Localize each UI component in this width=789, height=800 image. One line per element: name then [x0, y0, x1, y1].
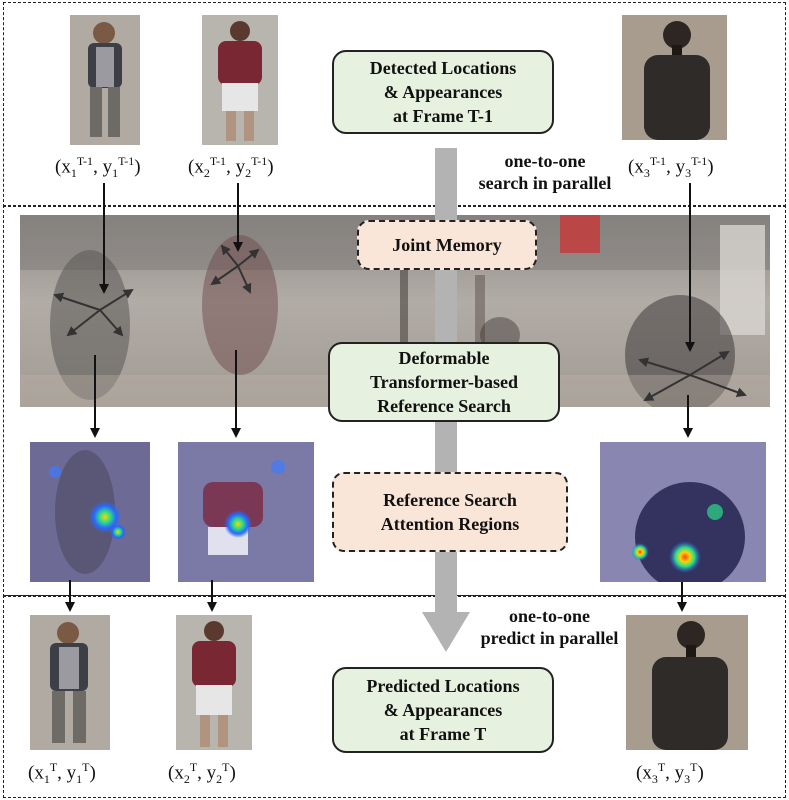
- coord-label-person-3-t: (x3T, y3T): [636, 760, 704, 787]
- deformable-search-box: Deformable Transformer-based Reference S…: [328, 342, 560, 422]
- top-panel: [3, 2, 786, 207]
- predicted-locations-box: Predicted Locations & Appearances at Fra…: [332, 667, 554, 753]
- coord-label-person-2-t: (x2T, y2T): [168, 760, 236, 787]
- person-2-crop-frame-t-minus-1: [202, 15, 278, 145]
- person-1-crop-frame-t-minus-1: [70, 15, 140, 145]
- coord-label-person-3-t-minus-1: (x3T-1, y3T-1): [628, 154, 714, 181]
- attention-regions-box: Reference Search Attention Regions: [332, 472, 568, 552]
- coord-label-person-2-t-minus-1: (x2T-1, y2T-1): [188, 154, 274, 181]
- person-3-crop-frame-t-minus-1: [622, 15, 727, 140]
- offsets-person-3: [638, 350, 747, 401]
- person-3-crop-frame-t: [626, 615, 748, 750]
- coord-label-person-1-t: (x1T, y1T): [28, 760, 96, 787]
- detected-locations-box: Detected Locations & Appearances at Fram…: [332, 50, 554, 134]
- offsets-person-1: [53, 288, 134, 337]
- person-2-attention-heatmap: [178, 442, 314, 582]
- person-3-attention-heatmap: [600, 442, 766, 582]
- bottom-panel: [3, 595, 786, 798]
- person-2-crop-frame-t: [176, 615, 252, 750]
- coord-label-person-1-t-minus-1: (x1T-1, y1T-1): [55, 154, 141, 181]
- middle-panel: [3, 205, 786, 597]
- search-in-parallel-text: one-to-one search in parallel: [478, 151, 612, 193]
- person-1-attention-heatmap: [30, 442, 150, 582]
- offsets-person-2: [210, 244, 260, 294]
- person-1-crop-frame-t: [30, 615, 110, 750]
- gray-flow-arrow-head: [422, 612, 470, 652]
- joint-memory-box: Joint Memory: [357, 220, 537, 270]
- predict-in-parallel-text: one-to-one predict in parallel: [480, 606, 619, 648]
